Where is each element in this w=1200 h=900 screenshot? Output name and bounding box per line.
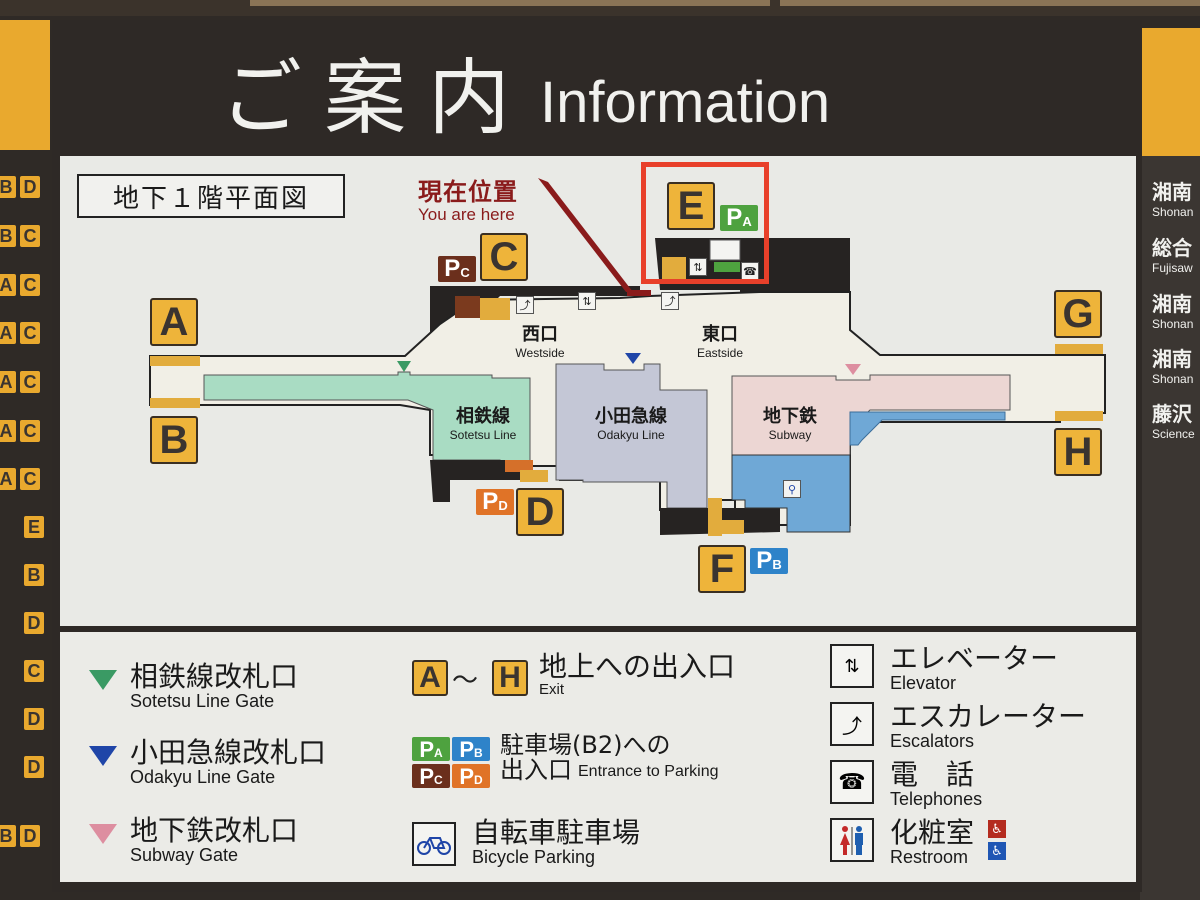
elevator-icon: ⇅: [578, 292, 596, 310]
panel-divider: [60, 626, 1136, 632]
bicycle-icon: [412, 822, 456, 866]
right-yellow-panel: [1140, 28, 1200, 156]
side-letter: B: [0, 825, 16, 847]
legend-elevator: エレベーター Elevator: [890, 642, 1059, 694]
legend-exit: 地上への出入口 Exit: [539, 650, 736, 699]
legend-panel: [60, 632, 1136, 882]
side-letter: C: [20, 420, 40, 442]
odakyu-gate-triangle-icon: [89, 746, 117, 766]
side-letter: E: [24, 516, 44, 538]
area-eastside: 東口 Eastside: [696, 324, 744, 360]
right-directory-item: 湘南 Shonan: [1152, 180, 1194, 219]
escalator-icon: ⤴: [830, 702, 874, 746]
you-are-here-jp: 現在位置: [418, 178, 518, 206]
side-letter: A: [0, 322, 16, 344]
accessible-restroom-icon: ♿: [988, 820, 1006, 838]
legend-exit-h: H: [492, 660, 528, 696]
exit-a[interactable]: A: [150, 298, 198, 346]
exit-b[interactable]: B: [150, 416, 198, 464]
exit-h[interactable]: H: [1054, 428, 1102, 476]
escalator-icon: ⤴: [516, 296, 534, 314]
area-subway: 地下鉄 Subway: [763, 406, 817, 442]
area-westside: 西口 Westside: [515, 324, 565, 360]
side-letter: A: [0, 420, 16, 442]
legend-odakyu-gate: 小田急線改札口 Odakyu Line Gate: [130, 736, 327, 788]
top-frame: [0, 0, 1200, 16]
side-letter: A: [0, 274, 16, 296]
wood-trim: [780, 0, 1200, 6]
sotetsu-gate-triangle-icon: [89, 670, 117, 690]
header-title-jp: ご案内: [220, 51, 533, 146]
side-letter: C: [20, 468, 40, 490]
floor-plan-title: 地下１階平面図: [77, 174, 345, 218]
side-letter: C: [20, 322, 40, 344]
legend-telephone: 電 話 Telephones: [890, 758, 983, 810]
accessible-restroom-icon: ♿: [988, 842, 1006, 860]
side-letter: B: [24, 564, 44, 586]
board-header: ご案内 Information: [220, 30, 830, 140]
elevator-icon: ⇅: [830, 644, 874, 688]
side-letter: C: [24, 660, 44, 682]
escalator-icon: ⤴: [661, 292, 679, 310]
side-letter: C: [20, 371, 40, 393]
legend-escalator: エスカレーター Escalators: [890, 700, 1087, 752]
side-letter: D: [24, 612, 44, 634]
restroom-glyph: [840, 826, 863, 855]
right-directory-item: 湘南 Shonan: [1152, 292, 1194, 331]
side-letter: D: [20, 825, 40, 847]
legend-sotetsu-gate: 相鉄線改札口 Sotetsu Line Gate: [130, 660, 299, 712]
right-directory-item: 藤沢 Science: [1152, 402, 1195, 441]
right-directory-item: 湘南 Shonan: [1152, 347, 1194, 386]
side-letter: A: [0, 371, 16, 393]
side-letter: C: [20, 225, 40, 247]
right-directory-item: 総合 Fujisaw: [1152, 236, 1193, 275]
bicycle-icon: ⚲: [783, 480, 801, 498]
exit-c[interactable]: C: [480, 233, 528, 281]
elevator-icon: ⇅: [689, 258, 707, 276]
side-letter: A: [0, 468, 16, 490]
area-sotetsu-line: 相鉄線 Sotetsu Line: [449, 406, 517, 442]
legend-bicycle-parking: 自転車駐車場 Bicycle Parking: [472, 816, 641, 868]
legend-parking: 駐車場(B2)への 出入口 Entrance to Parking: [500, 731, 719, 785]
exit-d[interactable]: D: [516, 488, 564, 536]
side-letter: B: [0, 176, 16, 198]
exit-g[interactable]: G: [1054, 290, 1102, 338]
you-are-here-en: You are here: [418, 205, 515, 224]
legend-exit-a: A: [412, 660, 448, 696]
side-letter: B: [0, 225, 16, 247]
you-are-here-label: 現在位置 You are here: [418, 172, 518, 225]
side-letter: C: [20, 274, 40, 296]
subway-gate-triangle-icon: [89, 824, 117, 844]
telephone-icon: ☎: [830, 760, 874, 804]
exit-f[interactable]: F: [698, 545, 746, 593]
wood-trim: [250, 0, 770, 6]
legend-subway-gate: 地下鉄改札口 Subway Gate: [130, 814, 299, 866]
legend-exit-tilde: 〜: [452, 666, 479, 696]
right-directory-strip: [1140, 156, 1200, 900]
side-letter: D: [24, 708, 44, 730]
telephone-icon: ☎: [741, 262, 759, 280]
highlight-box-exit-e: [641, 162, 769, 284]
side-letter: D: [24, 756, 44, 778]
exit-e[interactable]: E: [667, 182, 715, 230]
header-title-en: Information: [540, 70, 831, 135]
left-yellow-panel: [0, 20, 50, 150]
bicycle-glyph: [417, 837, 451, 855]
side-letter: D: [20, 176, 40, 198]
restroom-icon: [830, 818, 874, 862]
area-odakyu-line: 小田急線 Odakyu Line: [595, 406, 667, 442]
legend-restroom: 化粧室 Restroom: [890, 816, 975, 868]
